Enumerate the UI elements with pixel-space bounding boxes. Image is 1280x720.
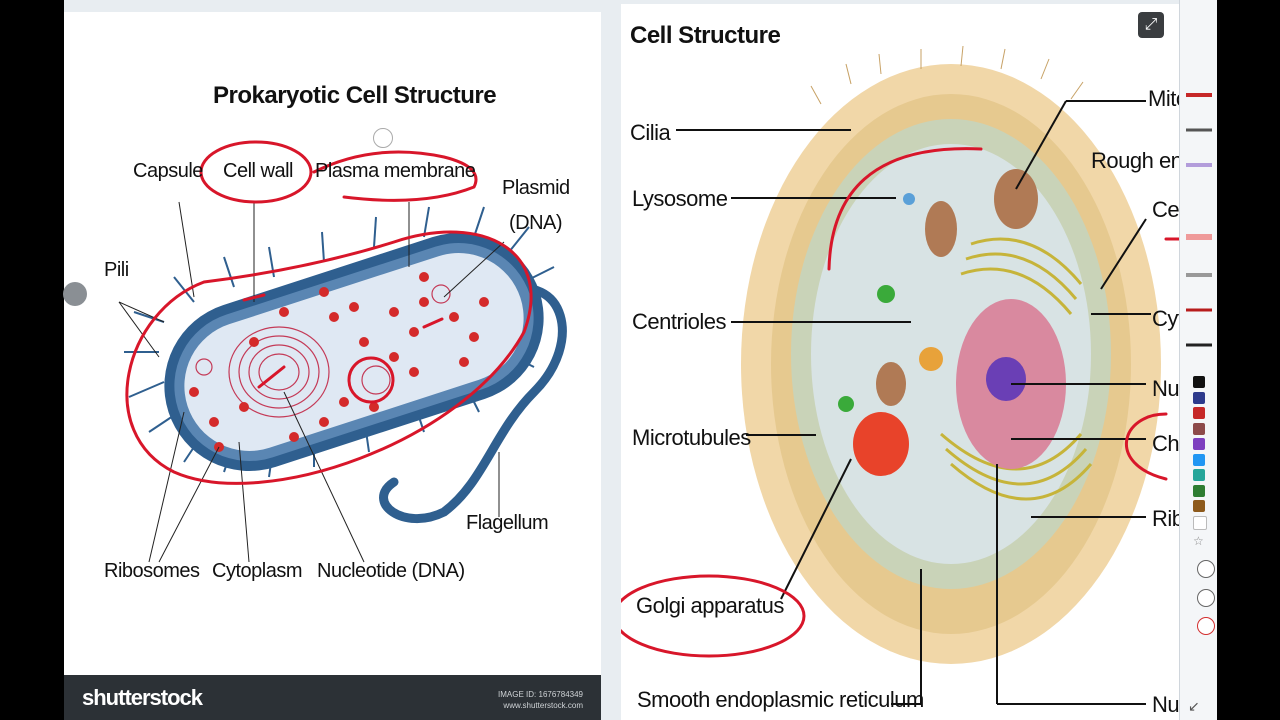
color-swatch[interactable] (1193, 422, 1205, 435)
pencil-tool[interactable] (1184, 120, 1214, 140)
cell-structure-slide[interactable]: Cell Structure Cilia Lysosome Centrioles… (621, 4, 1179, 720)
label-rib: Rib (1152, 506, 1179, 531)
marker-pink-tool[interactable] (1184, 227, 1214, 247)
label-golgi: Golgi apparatus (636, 593, 784, 618)
image-id-text: IMAGE ID: 1676784349 (498, 690, 583, 699)
stroke-size-large[interactable] (1197, 617, 1215, 635)
label-microtubules: Microtubules (632, 425, 751, 450)
color-swatch[interactable] (1193, 391, 1205, 404)
label-smooth-er: Smooth endoplasmic reticulum (637, 687, 924, 712)
shutterstock-logo: shutterstock (82, 685, 203, 710)
color-swatch[interactable] (1193, 438, 1205, 450)
label-plasmid-dna: (DNA) (509, 212, 563, 234)
highlighter-purple-tool[interactable] (1184, 155, 1214, 175)
color-swatch[interactable] (1193, 453, 1205, 466)
pen-black-tool[interactable] (1184, 335, 1214, 355)
color-swatch[interactable] (1193, 469, 1205, 481)
color-swatch[interactable] (1193, 500, 1205, 512)
label-capsule: Capsule (133, 160, 203, 182)
label-ribosomes: Ribosomes (104, 560, 200, 582)
label-centrioles: Centrioles (632, 309, 727, 334)
pointer-cursor-icon (373, 128, 393, 148)
pen-tool-strip: ☆ ↙ (1179, 0, 1217, 720)
stroke-size-medium[interactable] (1197, 589, 1215, 607)
left-title: Prokaryotic Cell Structure (213, 82, 497, 109)
image-site-text: www.shutterstock.com (503, 701, 583, 710)
color-swatch[interactable] (1193, 407, 1205, 419)
star-icon[interactable]: ☆ (1193, 534, 1204, 548)
stock-footer: shutterstock IMAGE ID: 1676784349 www.sh… (64, 675, 601, 720)
right-title: Cell Structure (630, 22, 781, 49)
collapse-icon[interactable]: ⤢ (1138, 12, 1164, 38)
label-nu-2: Nu (1152, 692, 1179, 717)
label-cyt: Cyt (1152, 306, 1179, 331)
eraser-tool[interactable] (1184, 265, 1214, 285)
color-swatch[interactable] (1193, 376, 1205, 388)
image-id: IMAGE ID: 1676784349 www.shutterstock.co… (498, 689, 583, 711)
color-swatch[interactable] (1193, 515, 1207, 530)
label-rough-er: Rough end (1091, 148, 1179, 173)
side-handle-button[interactable] (63, 282, 87, 306)
label-plasmid: Plasmid (502, 177, 570, 199)
prokaryote-diagram (118, 140, 567, 563)
resize-icon[interactable]: ↙ (1188, 698, 1200, 714)
label-plasma-membrane: Plasma membrane (315, 160, 476, 182)
label-cel: Cel (1152, 197, 1179, 222)
label-cilia: Cilia (630, 120, 671, 145)
prokaryotic-slide[interactable]: Prokaryotic Cell Structure Capsule Cell … (64, 12, 601, 720)
label-nucleotide: Nucleotide (DNA) (317, 560, 465, 582)
eukaryote-diagram (621, 45, 1179, 705)
pen-dark-red-tool[interactable] (1184, 300, 1214, 320)
label-mito: Mito (1148, 86, 1179, 111)
label-lysosome: Lysosome (632, 186, 728, 211)
label-cell-wall: Cell wall (223, 160, 293, 182)
label-cytoplasm: Cytoplasm (212, 560, 302, 582)
color-swatch[interactable] (1193, 484, 1205, 497)
label-flagellum: Flagellum (466, 512, 549, 534)
stroke-size-small[interactable] (1197, 560, 1215, 578)
label-ch: Ch (1152, 431, 1179, 456)
label-nu: Nu (1152, 376, 1179, 401)
label-pili: Pili (104, 259, 129, 281)
pen-red-tool[interactable] (1184, 85, 1214, 105)
